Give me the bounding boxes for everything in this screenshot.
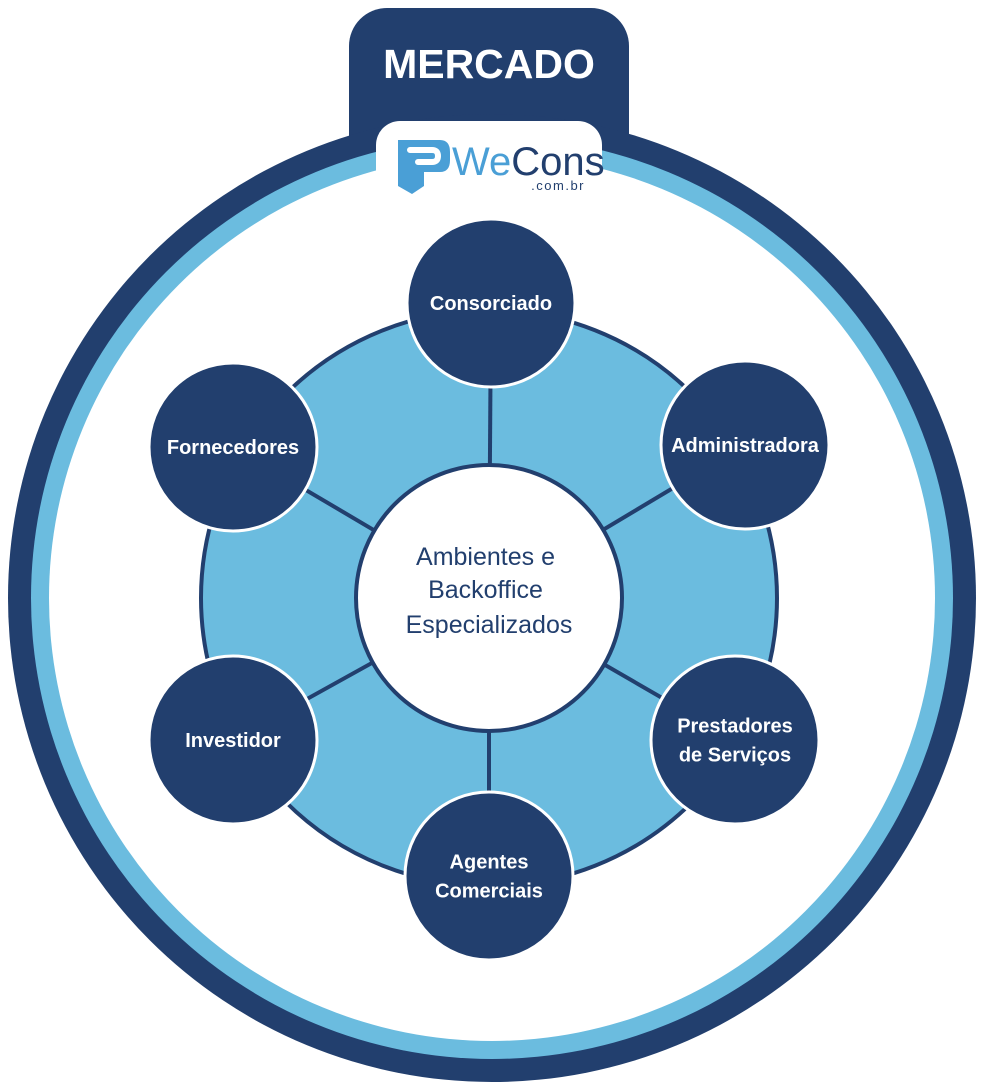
logo-domain: .com.br [531,178,585,193]
header-title: MERCADO [383,41,595,87]
node-investidor: Investidor [147,654,319,826]
node-administradora: Administradora [659,359,831,531]
node-circle-administradora [659,359,831,531]
node-label-line: Agentes [450,852,529,874]
node-consorciado: Consorciado [405,217,577,389]
node-fornecedores: Fornecedores [147,361,319,533]
node-label-line: Investidor [185,730,281,752]
node-circle-investidor [147,654,319,826]
logo-p-mark-icon [407,147,442,165]
center-circle [354,463,624,733]
node-prestadores: Prestadores de Serviços [649,654,821,826]
node-label-line: Prestadores [677,716,793,738]
node-label-prestadores: Prestadores de Serviços [677,716,793,767]
node-label-administradora: Administradora [671,435,820,457]
logo-wordmark-prefix: We [452,140,511,184]
node-label-line: de Serviços [679,745,791,767]
node-label-line: Consorciado [430,293,552,315]
node-label-line: Administradora [671,435,820,457]
center-label-line-1: Ambientes e [416,543,555,571]
logo-wordmark: WeCons [452,140,605,184]
center-label-line-3: Especializados [406,611,573,639]
node-label-fornecedores: Fornecedores [167,437,299,459]
node-label-investidor: Investidor [185,730,281,752]
node-circle-agentes [403,790,575,962]
node-circle-fornecedores [147,361,319,533]
node-label-line: Comerciais [435,881,543,903]
logo-wordmark-suffix: Cons [511,140,604,184]
center-label-line-2: Backoffice [428,576,543,604]
node-circle-prestadores [649,654,821,826]
center-label: Ambientes e Backoffice Especializados [406,543,573,639]
node-circle-consorciado [405,217,577,389]
wecons-logo: WeCons .com.br [376,121,605,205]
node-label-consorciado: Consorciado [430,293,552,315]
node-label-line: Fornecedores [167,437,299,459]
